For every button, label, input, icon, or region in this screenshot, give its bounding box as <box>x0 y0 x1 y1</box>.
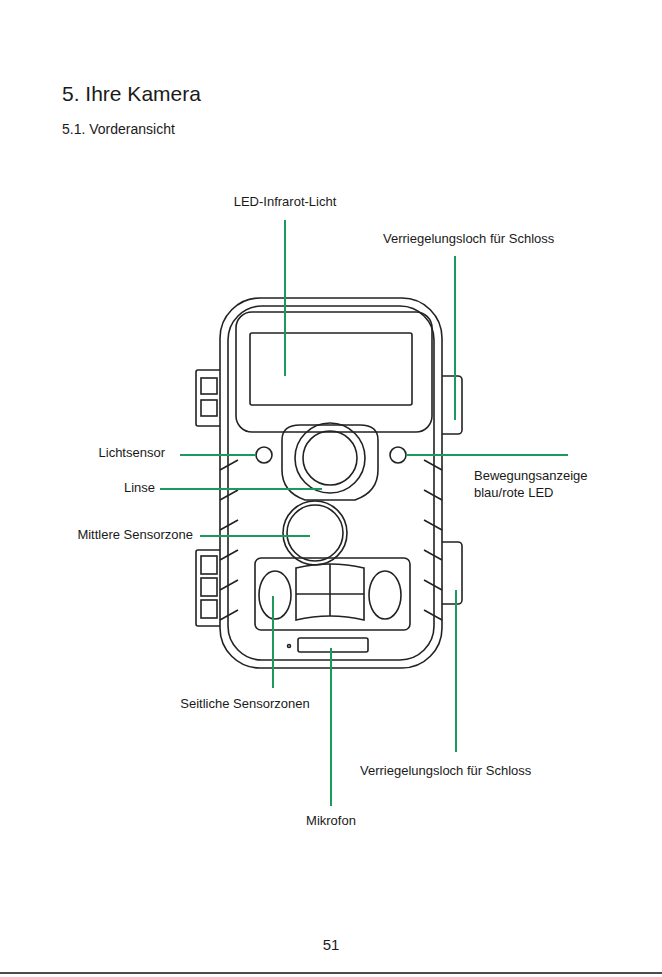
part-label: Seitliche Sensorzonen <box>180 696 309 713</box>
leader-lines <box>160 220 568 806</box>
part-label: Verriegelungsloch für Schloss <box>383 231 554 248</box>
part-label: Verriegelungsloch für Schloss <box>360 763 531 780</box>
part-label: Mittlere Sensorzone <box>77 527 193 544</box>
part-label: Bewegungsanzeige blau/rote LED <box>474 468 614 502</box>
section-heading: 5.1. Vorderansicht <box>62 120 175 138</box>
page-number: 51 <box>323 935 340 955</box>
part-label: Lichtsensor <box>99 445 165 462</box>
page-heading: 5. Ihre Kamera <box>62 80 201 107</box>
part-label: Linse <box>124 480 155 497</box>
part-label: LED-Infrarot-Licht <box>234 194 337 211</box>
part-label: Mikrofon <box>306 813 356 830</box>
footer-rule <box>0 972 662 974</box>
